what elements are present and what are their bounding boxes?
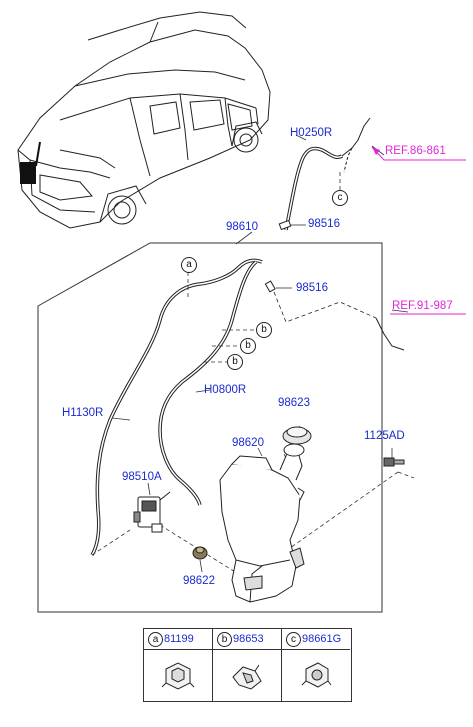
clip-98661g-icon	[301, 662, 332, 688]
clip-98653-icon	[232, 664, 262, 690]
callout-leaders	[187, 170, 341, 363]
hose-upper-connector	[236, 258, 405, 351]
legend-code-81199: 81199	[164, 633, 194, 645]
label-98622: 98622	[183, 575, 215, 587]
legend-header-a: a 81199	[144, 629, 212, 650]
reference-91-987: REF.91-987	[392, 300, 453, 312]
mounting-bolt	[383, 457, 405, 467]
reservoir-cap	[282, 426, 312, 445]
reservoir-tank	[219, 443, 305, 603]
legend-header-b: b 98653	[213, 629, 281, 650]
hose-h1130r	[90, 266, 240, 556]
legend-code-98653: 98653	[233, 633, 264, 645]
legend-cell-c: c 98661G	[282, 629, 350, 701]
label-98623: 98623	[278, 397, 310, 409]
callout-b-2: b	[240, 338, 256, 354]
label-98510a: 98510A	[122, 471, 162, 483]
legend-letter-a: a	[148, 632, 163, 647]
legend-cell-b: b 98653	[213, 629, 282, 701]
assembly-dashed-lines	[91, 453, 415, 576]
label-98516-mid: 98516	[296, 282, 328, 294]
legend-code-98661g: 98661G	[302, 633, 342, 645]
hose-h0800r	[158, 260, 258, 506]
clip-legend-table: a 81199 b 98653 c 98661G	[143, 628, 352, 702]
legend-letter-b: b	[217, 632, 232, 647]
grommet	[192, 546, 208, 560]
callout-c: c	[332, 190, 348, 206]
reference-86-861: REF.86-861	[385, 145, 446, 157]
car-reservoir-highlight	[20, 162, 36, 184]
label-h0800r: H0800R	[204, 384, 247, 396]
assembly-frame	[37, 242, 383, 613]
part-leaders	[111, 134, 409, 573]
hose-h0250r	[278, 117, 371, 231]
label-98620: 98620	[232, 437, 264, 449]
legend-header-c: c 98661G	[282, 629, 350, 650]
car-hose-highlight	[35, 141, 41, 167]
callout-a: a	[181, 257, 197, 273]
washer-pump	[133, 491, 171, 533]
callout-b-1: b	[256, 322, 272, 338]
label-h0250r: H0250R	[290, 127, 333, 139]
label-1125ad: 1125AD	[364, 430, 405, 442]
reference-pointers	[371, 146, 466, 315]
clip-81199-icon	[161, 662, 195, 690]
callout-b-3: b	[227, 354, 243, 370]
legend-cell-a: a 81199	[144, 629, 213, 701]
legend-letter-c: c	[286, 632, 301, 647]
label-h1130r: H1130R	[62, 407, 104, 419]
car-illustration	[17, 11, 271, 229]
label-98516-top: 98516	[308, 218, 340, 230]
label-98610: 98610	[226, 221, 258, 233]
